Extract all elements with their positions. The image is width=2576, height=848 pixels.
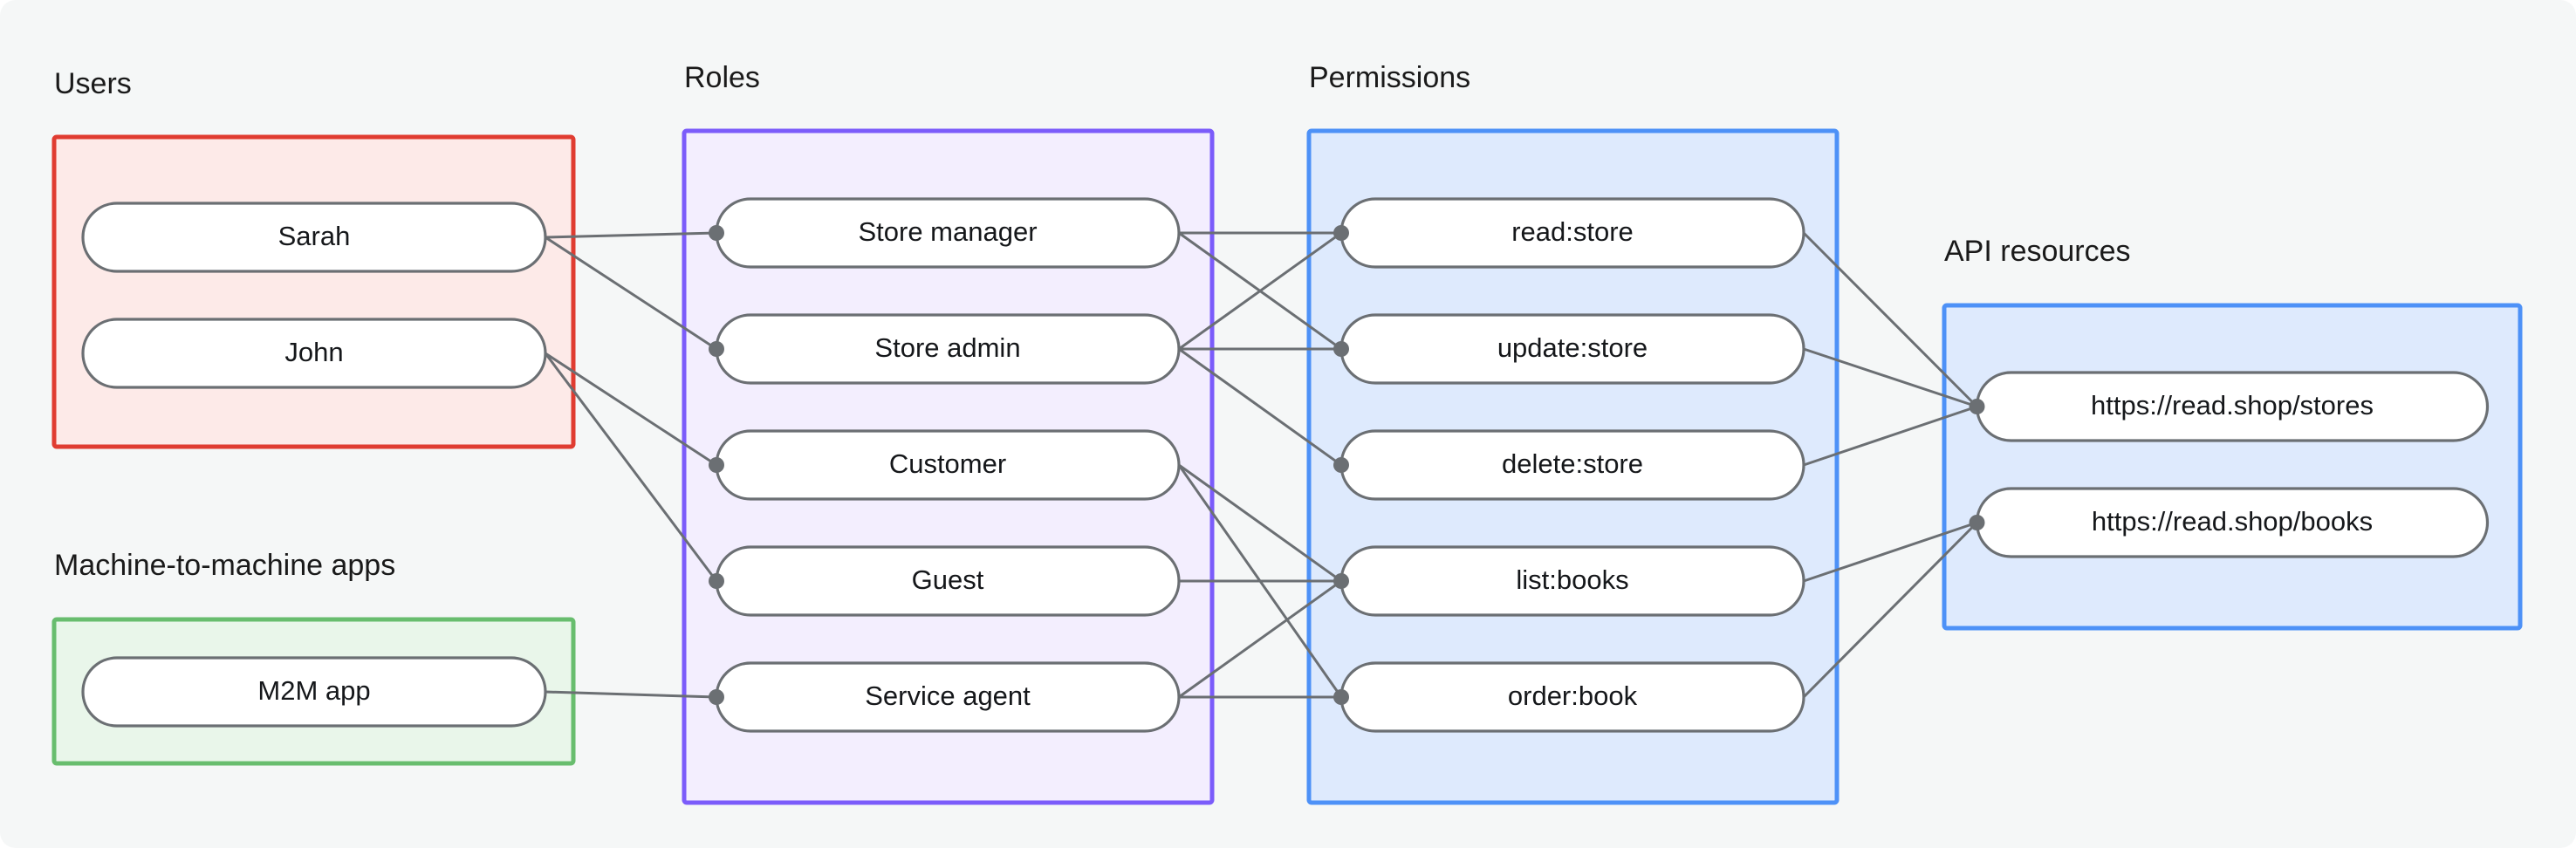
node-pill-sarah: [81, 202, 547, 273]
edge-endpoint-dot-res-books: [1969, 515, 1985, 530]
edge-service-agent-to-list-books: [1178, 579, 1342, 699]
edge-endpoint-dot-customer: [709, 457, 724, 473]
node-label-res-books: https://read.shop/books: [2092, 506, 2373, 537]
edge-m2mapp-to-service-agent: [545, 690, 717, 699]
node-pill-john: [81, 318, 547, 389]
edge-endpoint-dot-guest: [709, 573, 724, 589]
node-service-agent[interactable]: Service agent: [715, 661, 1181, 733]
edge-read-store-to-res-stores: [1802, 231, 1978, 408]
node-pill-m2mapp: [81, 656, 547, 728]
edge-sarah-to-store-manager: [545, 231, 717, 239]
node-label-delete-store: delete:store: [1502, 448, 1643, 479]
node-label-service-agent: Service agent: [865, 680, 1031, 711]
node-store-admin[interactable]: Store admin: [715, 313, 1181, 385]
node-label-sarah: Sarah: [278, 221, 351, 251]
group-label-users: Users: [54, 67, 132, 100]
edge-update-store-to-res-stores: [1803, 347, 1977, 408]
edge-store-admin-to-read-store: [1178, 231, 1342, 351]
edge-delete-store-to-res-stores: [1803, 405, 1977, 467]
node-store-manager[interactable]: Store manager: [715, 197, 1181, 269]
node-read-store[interactable]: read:store: [1339, 197, 1805, 269]
edge-endpoint-dot-update-store: [1333, 341, 1349, 357]
node-res-books[interactable]: https://read.shop/books: [1975, 487, 2490, 558]
edge-endpoint-dot-res-stores: [1969, 399, 1985, 414]
node-label-m2mapp: M2M app: [257, 675, 370, 706]
edge-connections: [544, 231, 1978, 699]
node-label-order-book: order:book: [1508, 680, 1638, 711]
node-update-store[interactable]: update:store: [1339, 313, 1805, 385]
group-label-permissions: Permissions: [1309, 61, 1470, 94]
edge-endpoint-dot-read-store: [1333, 225, 1349, 241]
node-guest[interactable]: Guest: [715, 545, 1181, 617]
node-customer[interactable]: Customer: [715, 429, 1181, 501]
node-res-stores[interactable]: https://read.shop/stores: [1975, 371, 2490, 442]
node-label-customer: Customer: [889, 448, 1006, 479]
edge-endpoint-dot-list-books: [1333, 573, 1349, 589]
edge-sarah-to-store-admin: [545, 236, 717, 351]
edge-endpoint-dots: [709, 225, 1985, 705]
node-label-list-books: list:books: [1516, 564, 1628, 595]
node-list-books[interactable]: list:books: [1339, 545, 1805, 617]
node-label-store-manager: Store manager: [858, 216, 1037, 247]
edge-endpoint-dot-delete-store: [1333, 457, 1349, 473]
node-label-guest: Guest: [912, 564, 984, 595]
edge-endpoint-dot-service-agent: [709, 689, 724, 705]
node-label-john: John: [284, 337, 343, 367]
node-delete-store[interactable]: delete:store: [1339, 429, 1805, 501]
group-label-m2m: Machine-to-machine apps: [54, 549, 395, 582]
node-label-update-store: update:store: [1497, 332, 1648, 363]
edge-store-admin-to-delete-store: [1178, 347, 1342, 467]
node-order-book[interactable]: order:book: [1339, 661, 1805, 733]
node-label-read-store: read:store: [1511, 216, 1634, 247]
edge-endpoint-dot-store-manager: [709, 225, 724, 241]
group-container-users: [51, 134, 576, 449]
node-m2mapp[interactable]: M2M app: [81, 656, 547, 728]
edge-order-book-to-res-books: [1802, 521, 1978, 699]
edge-endpoint-dot-order-book: [1333, 689, 1349, 705]
group-container-api-resources: [1942, 303, 2523, 631]
node-label-res-stores: https://read.shop/stores: [2091, 390, 2374, 421]
edge-endpoint-dot-store-admin: [709, 341, 724, 357]
node-sarah[interactable]: Sarah: [81, 202, 547, 273]
edge-customer-to-list-books: [1178, 463, 1342, 583]
group-label-api-resources: API resources: [1944, 235, 2131, 268]
edge-john-to-customer: [545, 352, 717, 467]
group-label-roles: Roles: [684, 61, 760, 94]
edge-john-to-guest: [544, 352, 718, 582]
edge-list-books-to-res-books: [1803, 521, 1977, 583]
node-label-store-admin: Store admin: [874, 332, 1020, 363]
node-john[interactable]: John: [81, 318, 547, 389]
